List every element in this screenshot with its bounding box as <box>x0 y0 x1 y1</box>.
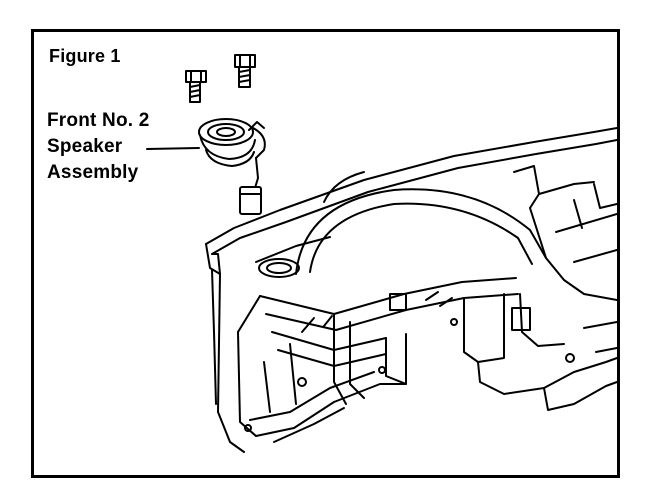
callout-leader-line <box>146 147 200 150</box>
callout-line-2: Speaker <box>47 136 123 157</box>
bolt-icon <box>234 54 256 88</box>
callout-line-1: Front No. 2 <box>47 110 150 131</box>
instrument-panel <box>205 127 617 453</box>
speaker-assembly <box>198 118 266 215</box>
exploded-view-drawing <box>146 54 617 453</box>
bolt-icon <box>185 70 207 103</box>
figure-frame: Figure 1 Front No. 2 Speaker Assembly <box>31 29 620 478</box>
callout-line-3: Assembly <box>47 162 139 183</box>
part-callout-label: Front No. 2 Speaker Assembly <box>47 108 149 186</box>
figure-title: Figure 1 <box>49 46 121 66</box>
